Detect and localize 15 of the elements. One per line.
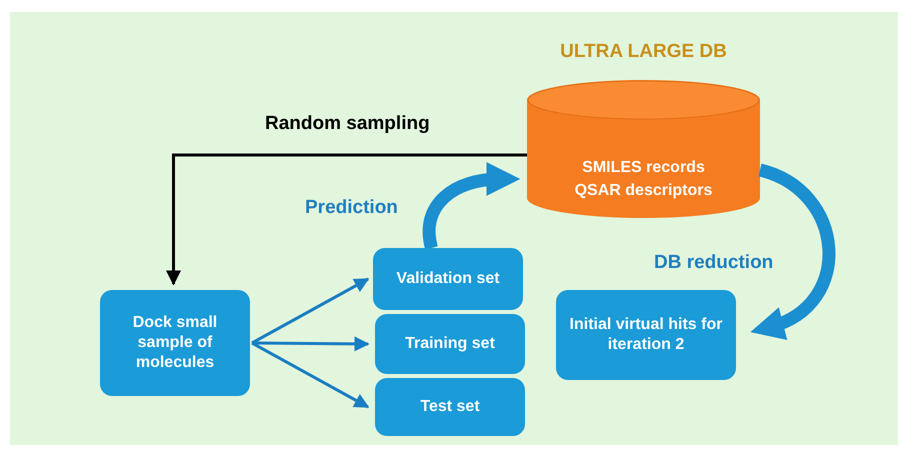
edge-label: DB reduction: [654, 251, 774, 275]
process-box: Training set: [375, 314, 525, 374]
edge-label: Random sampling: [265, 112, 430, 136]
process-box: Initial virtual hits for iteration 2: [556, 290, 736, 380]
process-box: Test set: [375, 378, 525, 436]
arrow: [251, 278, 370, 344]
curved-arrow: [422, 162, 520, 250]
process-box: Dock small sample of molecules: [100, 290, 250, 396]
process-box: Validation set: [373, 248, 523, 310]
arrow: [166, 154, 527, 286]
database-title: ULTRA LARGE DB: [559, 40, 728, 64]
curved-arrow: [751, 164, 836, 338]
database-contents: SMILES records QSAR descriptors: [574, 158, 714, 201]
arrow: [251, 342, 370, 408]
edge-label: Prediction: [305, 196, 398, 220]
